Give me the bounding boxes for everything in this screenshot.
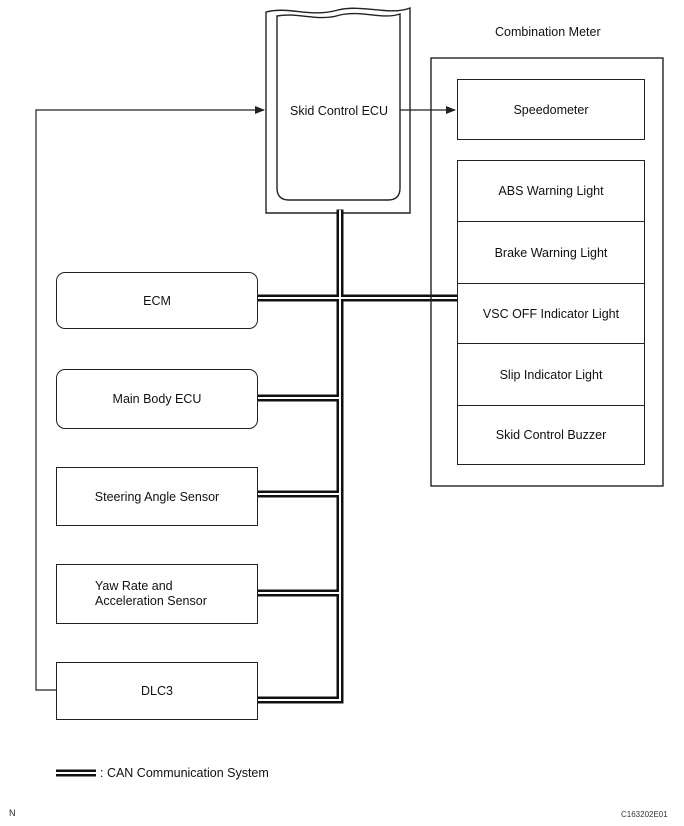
yaw-rate-line2: Acceleration Sensor — [95, 594, 207, 608]
ecm-box: ECM — [56, 272, 258, 329]
skid-ecu-inner-outline — [276, 12, 401, 201]
main-body-ecu-label: Main Body ECU — [112, 392, 202, 406]
skid-control-buzzer-label: Skid Control Buzzer — [495, 428, 607, 442]
slip-indicator-light-label: Slip Indicator Light — [499, 367, 603, 382]
main-body-ecu-box: Main Body ECU — [56, 369, 258, 429]
speedometer-label: Speedometer — [513, 102, 589, 117]
ecm-label: ECM — [143, 293, 171, 308]
brake-warning-light-box: Brake Warning Light — [457, 221, 645, 284]
can-bus — [253, 209, 462, 704]
skid-control-ecu-label: Skid Control ECU — [290, 104, 388, 118]
steering-angle-sensor-label: Steering Angle Sensor — [94, 489, 220, 504]
yaw-rate-sensor-label: Yaw Rate and Acceleration Sensor — [57, 579, 207, 609]
steering-angle-sensor-box: Steering Angle Sensor — [56, 467, 258, 526]
combination-meter-frame — [430, 57, 664, 487]
yaw-rate-sensor-box: Yaw Rate and Acceleration Sensor — [56, 564, 258, 624]
figure-code: C163202E01 — [621, 810, 668, 819]
vsc-off-indicator-light-box: VSC OFF Indicator Light — [457, 283, 645, 344]
vsc-off-indicator-light-label: VSC OFF Indicator Light — [482, 306, 620, 321]
speedometer-box: Speedometer — [457, 79, 645, 140]
dlc3-feedback-line — [35, 106, 265, 691]
corner-mark: N — [9, 808, 16, 818]
brake-warning-light-label: Brake Warning Light — [494, 245, 608, 260]
dlc3-label: DLC3 — [141, 684, 173, 698]
abs-warning-light-label: ABS Warning Light — [498, 184, 604, 198]
legend-text: : CAN Communication System — [100, 766, 269, 780]
yaw-rate-line1: Yaw Rate and — [95, 579, 173, 593]
combination-meter-title: Combination Meter — [495, 25, 601, 39]
dlc3-box: DLC3 — [56, 662, 258, 720]
slip-indicator-light-box: Slip Indicator Light — [457, 343, 645, 406]
abs-warning-light-box: ABS Warning Light — [457, 160, 645, 222]
skid-control-buzzer-box: Skid Control Buzzer — [457, 405, 645, 465]
